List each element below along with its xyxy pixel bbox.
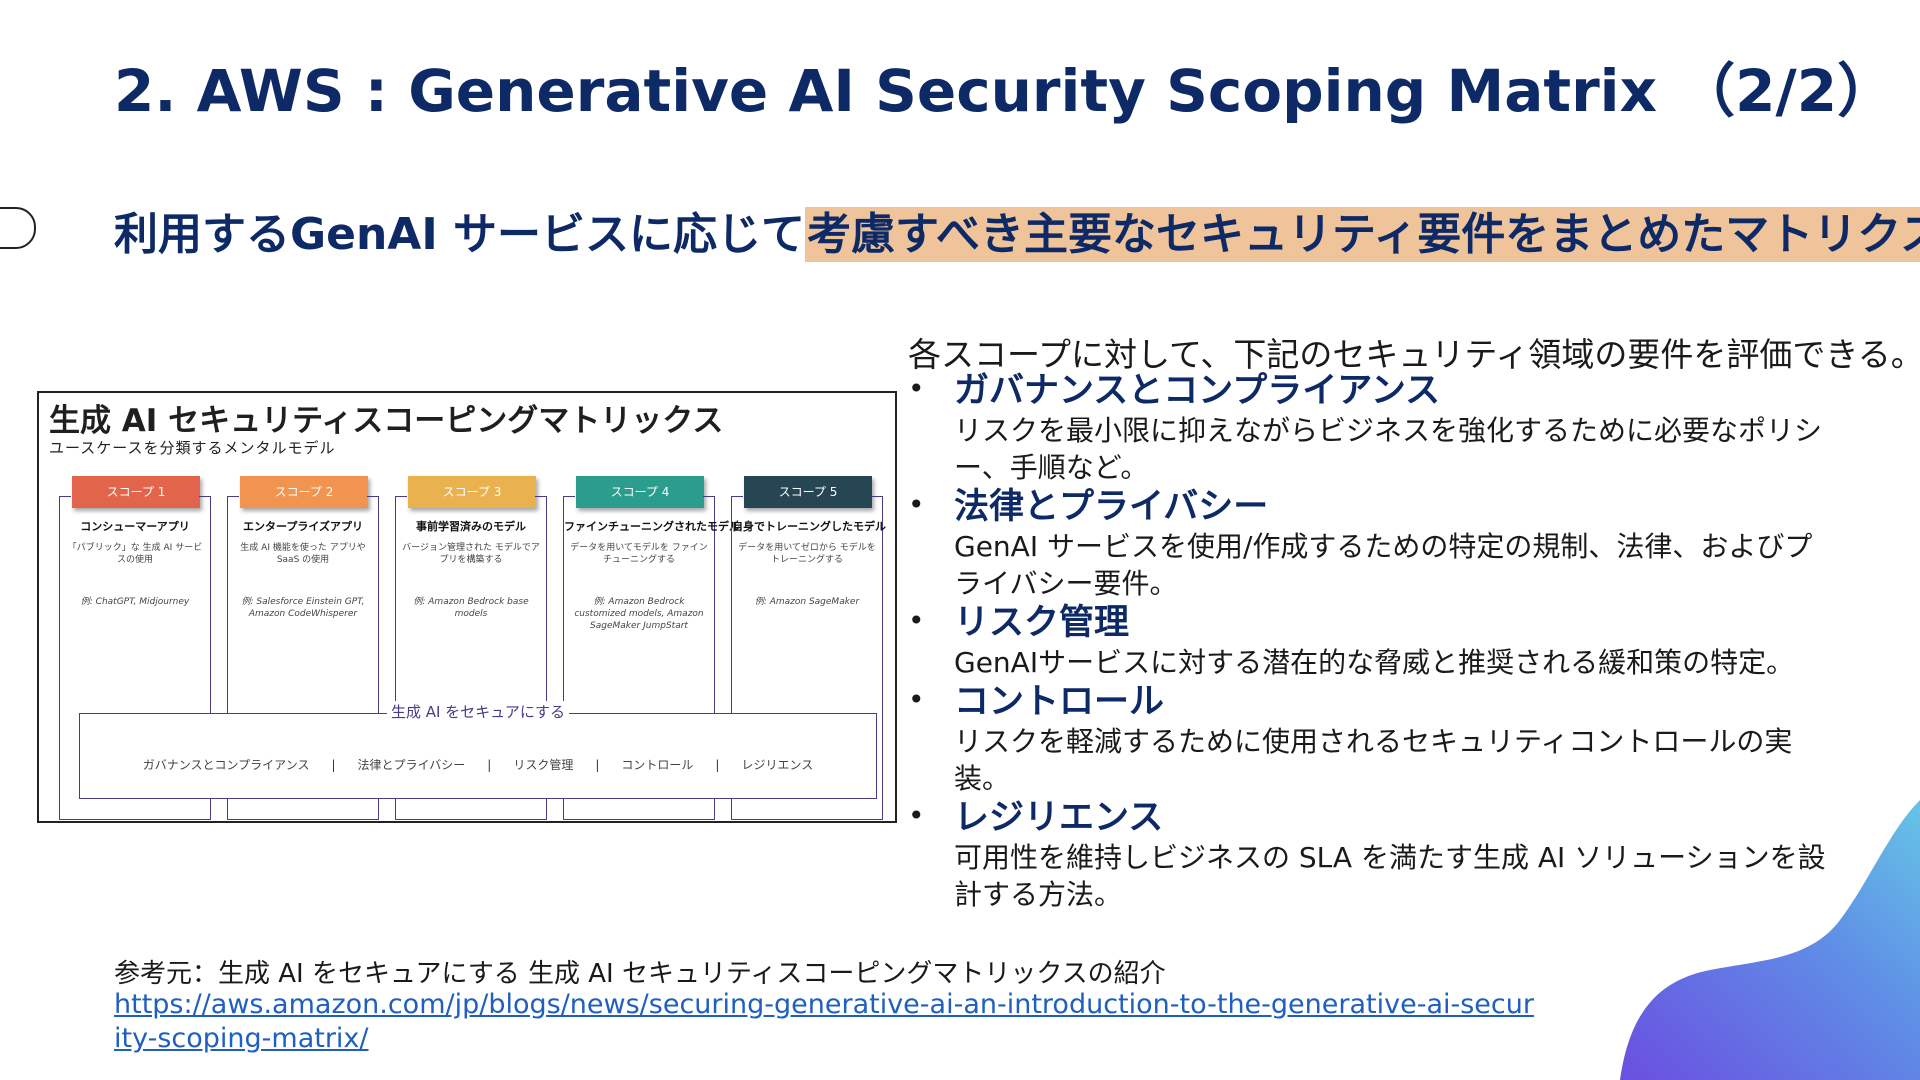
requirement-heading: ガバナンスとコンプライアンス <box>954 371 1441 411</box>
requirement-item: • レジリエンス 可用性を維持しビジネスの SLA を満たす生成 AI ソリュー… <box>908 797 1868 913</box>
scope-example-1: 例: ChatGPT, Midjourney <box>80 597 190 607</box>
requirement-heading: コントロール <box>954 682 1165 722</box>
domain-separator: | <box>595 758 600 772</box>
requirement-description: リスクを軽減するために使用されるセキュリティコントロールの実装。 <box>954 725 1793 795</box>
scope-tab-2: スコープ 2 <box>240 476 368 508</box>
requirement-description: リスクを最小限に抑えながらビジネスを強化するために必要なポリシー、手順など。 <box>954 414 1823 484</box>
matrix-title: 生成 AI セキュリティスコーピングマトリックス <box>49 403 724 439</box>
scope-name-4: ファインチューニングされたモデル <box>564 520 740 533</box>
subtitle-lead: 利用するGenAI サービスに応じて <box>114 209 806 260</box>
scope-tab-1: スコープ 1 <box>72 476 200 508</box>
secure-genai-label: 生成 AI をセキュアにする <box>386 701 570 722</box>
scope-example-3: 例: Amazon Bedrock base models <box>413 597 529 619</box>
scope-name-5: 自身でトレーニングしたモデル <box>732 520 886 533</box>
scope-desc-4: データを用いてモデルを ファインチューニングする <box>570 543 708 565</box>
domain-governance: ガバナンスとコンプライアンス <box>142 758 310 772</box>
bullet-marker: • <box>908 372 925 405</box>
domain-separator: | <box>715 758 720 772</box>
scope-desc-3: バージョン管理された モデルでアプリを構築する <box>402 543 540 565</box>
scoping-matrix-figure: 生成 AI セキュリティスコーピングマトリックス ユースケースを分類するメンタル… <box>37 391 897 823</box>
slide-edge-tab <box>0 207 36 249</box>
slide-subtitle: 利用するGenAI サービスに応じて考慮すべき主要なセキュリティ要件をまとめたマ… <box>114 198 1920 262</box>
domain-separator: | <box>331 758 336 772</box>
intro-text: 各スコープに対して、下記のセキュリティ領域の要件を評価できる。 <box>908 335 1920 374</box>
scope-name-2: エンタープライズアプリ <box>242 520 363 533</box>
scope-desc-5: データを用いてゼロから モデルをトレーニングする <box>738 543 876 565</box>
requirements-list: • ガバナンスとコンプライアンス リスクを最小限に抑えながらビジネスを強化するた… <box>908 370 1868 913</box>
requirement-heading: リスク管理 <box>954 603 1130 643</box>
scope-name-3: 事前学習済みのモデル <box>416 520 526 533</box>
scope-tab-5: スコープ 5 <box>744 476 872 508</box>
scope-tab-4: スコープ 4 <box>576 476 704 508</box>
bullet-marker: • <box>908 604 925 637</box>
bullet-marker: • <box>908 488 925 521</box>
domain-legal: 法律とプライバシー <box>357 758 466 772</box>
scope-tab-3: スコープ 3 <box>408 476 536 508</box>
bullet-marker: • <box>908 683 925 716</box>
domain-separator: | <box>487 758 492 772</box>
secure-genai-box: 生成 AI をセキュアにする ガバナンスとコンプライアンス | 法律とプライバシー |… <box>79 701 877 799</box>
requirement-item: • リスク管理 GenAIサービスに対する潜在的な脅威と推奨される緩和策の特定。 <box>908 602 1868 681</box>
scope-column-3: スコープ 3 事前学習済みのモデル バージョン管理された モデルでアプリを構築す… <box>395 476 547 820</box>
reference-link[interactable]: https://aws.amazon.com/jp/blogs/news/sec… <box>114 989 1534 1054</box>
security-domains-row: ガバナンスとコンプライアンス | 法律とプライバシー | リスク管理 | コントロール | レジ… <box>80 756 876 773</box>
scope-column-4: スコープ 4 ファインチューニングされたモデル データを用いてモデルを ファイン… <box>563 476 740 820</box>
scope-example-4: 例: Amazon Bedrock customized models, Ama… <box>574 597 704 631</box>
requirement-description: GenAIサービスに対する潜在的な脅威と推奨される緩和策の特定。 <box>954 646 1795 679</box>
matrix-subtitle: ユースケースを分類するメンタルモデル <box>49 439 336 457</box>
requirement-heading: 法律とプライバシー <box>954 487 1269 527</box>
requirement-description: GenAI サービスを使用/作成するための特定の規制、法律、およびプライバシー要… <box>954 530 1813 600</box>
subtitle-highlight: 考慮すべき主要なセキュリティ要件をまとめたマトリクス <box>805 207 1920 262</box>
scope-column-1: スコープ 1 コンシューマーアプリ 「パブリック」な 生成 AI サービスの使用… <box>59 476 211 820</box>
scope-desc-2: 生成 AI 機能を使った アプリや SaaS の使用 <box>240 543 366 565</box>
scope-desc-1: 「パブリック」な 生成 AI サービスの使用 <box>67 543 203 565</box>
corner-gradient-decoration <box>1620 800 1920 1080</box>
scope-column-5: スコープ 5 自身でトレーニングしたモデル データを用いてゼロから モデルをトレ… <box>731 476 886 820</box>
requirement-description: 可用性を維持しビジネスの SLA を満たす生成 AI ソリューションを設計する方… <box>954 841 1826 911</box>
requirement-item: • 法律とプライバシー GenAI サービスを使用/作成するための特定の規制、法… <box>908 486 1868 602</box>
requirement-heading: レジリエンス <box>954 798 1164 838</box>
slide-title: 2. AWS : Generative AI Security Scoping … <box>114 57 1896 125</box>
scope-example-2: 例: Salesforce Einstein GPT, Amazon CodeW… <box>241 597 365 619</box>
requirement-item: • コントロール リスクを軽減するために使用されるセキュリティコントロールの実装… <box>908 681 1868 797</box>
bullet-marker: • <box>908 799 925 832</box>
scope-name-1: コンシューマーアプリ <box>80 520 190 533</box>
domain-controls: コントロール <box>621 758 694 772</box>
reference-label: 参考元：生成 AI をセキュアにする 生成 AI セキュリティスコーピングマトリ… <box>114 959 1166 989</box>
requirement-item: • ガバナンスとコンプライアンス リスクを最小限に抑えながらビジネスを強化するた… <box>908 370 1868 486</box>
domain-risk: リスク管理 <box>513 758 574 772</box>
scope-column-2: スコープ 2 エンタープライズアプリ 生成 AI 機能を使った アプリや Saa… <box>227 476 379 820</box>
scope-example-5: 例: Amazon SageMaker <box>754 597 860 607</box>
domain-resilience: レジリエンス <box>741 758 814 772</box>
